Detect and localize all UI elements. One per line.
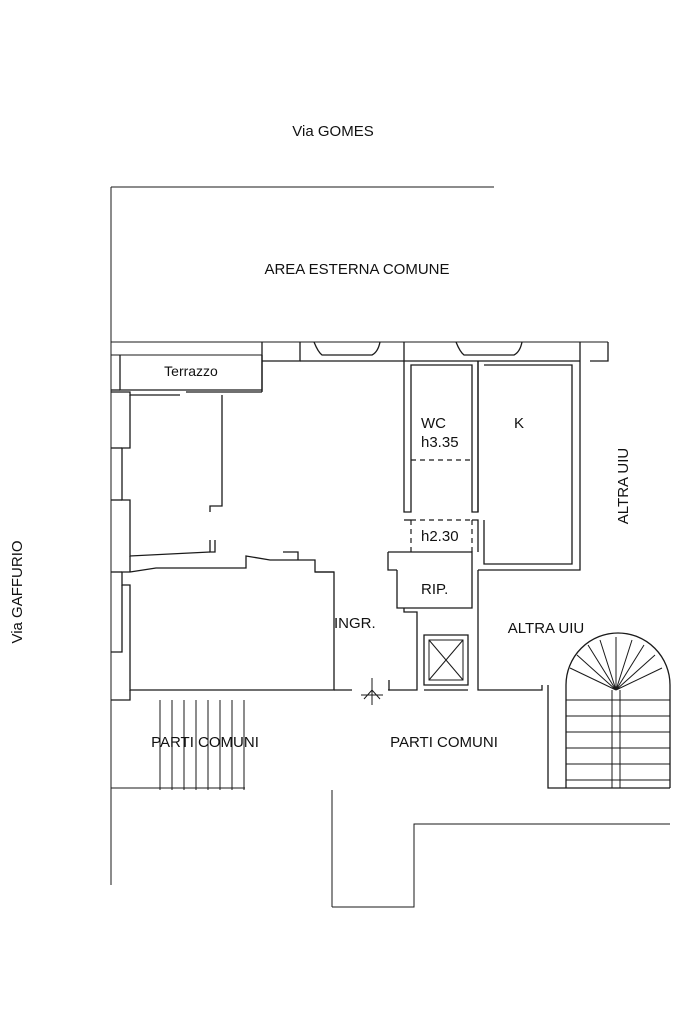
terrace <box>111 355 263 391</box>
north-wall <box>261 341 609 392</box>
entrance-marker <box>361 678 383 705</box>
boundary-lines <box>110 186 670 908</box>
wc-height-label: h3.35 <box>421 434 459 451</box>
entrance-label: INGR. <box>334 615 376 632</box>
other-unit-right-label: ALTRA UIU <box>615 448 632 524</box>
terrace-label: Terrazzo <box>164 363 218 379</box>
wc-room <box>403 361 479 513</box>
bedroom-upper <box>111 391 262 557</box>
other-unit-bottom-label: ALTRA UIU <box>508 620 584 637</box>
corridor <box>404 519 479 552</box>
street-left-label: Via GAFFURIO <box>9 540 26 643</box>
common-parts-center-label: PARTI COMUNI <box>390 734 498 751</box>
bedroom-lower <box>111 551 352 701</box>
kitchen-room <box>477 361 581 571</box>
kitchen-label: K <box>514 415 524 432</box>
corridor-height-label: h2.30 <box>421 528 459 545</box>
spiral-stair <box>565 632 671 788</box>
other-unit-wall <box>477 570 670 789</box>
elevator-shaft <box>423 634 469 691</box>
common-parts-left-label: PARTI COMUNI <box>151 734 259 751</box>
street-top-label: Via GOMES <box>292 123 373 140</box>
storage-room <box>387 551 473 691</box>
common-stair <box>159 700 245 790</box>
storage-label: RIP. <box>421 581 448 598</box>
wc-label: WC <box>421 415 446 432</box>
area-external-label: AREA ESTERNA COMUNE <box>264 261 449 278</box>
